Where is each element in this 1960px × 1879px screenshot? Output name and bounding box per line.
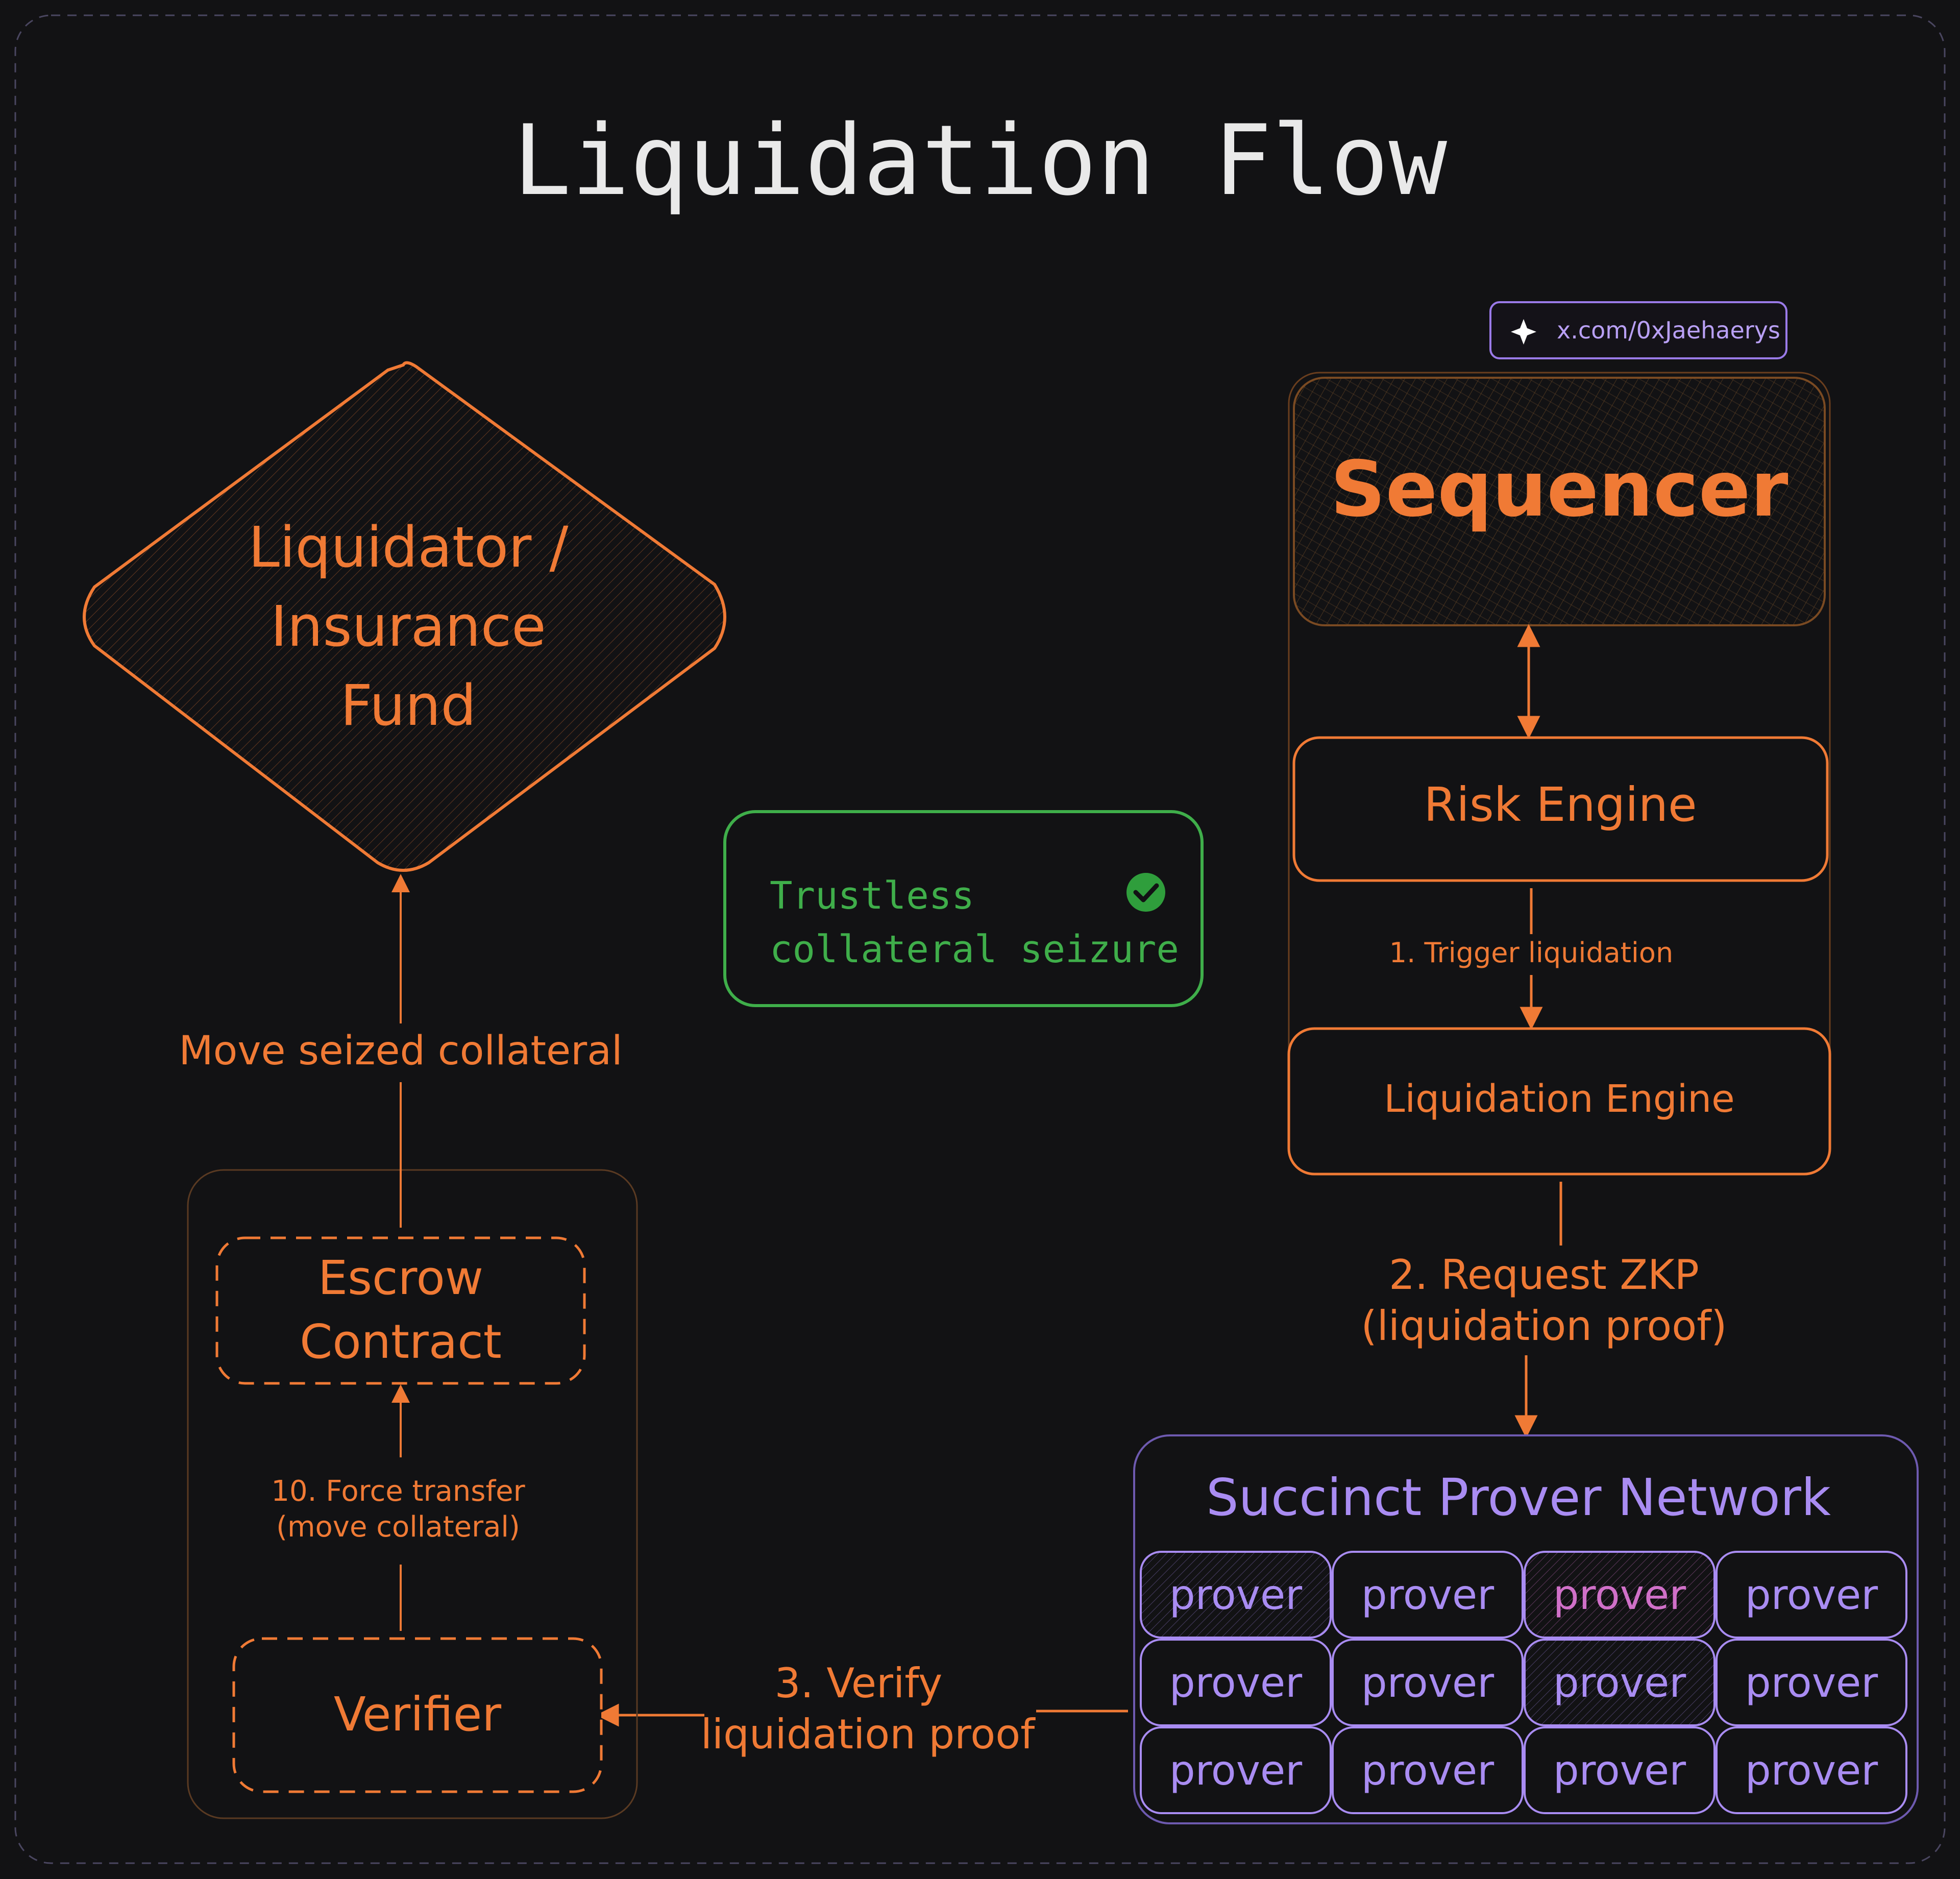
prover-label: prover <box>1745 1571 1878 1619</box>
liquidator-label-line1: Liquidator / <box>249 515 569 580</box>
sequencer-label: Sequencer <box>1330 445 1788 534</box>
sequencer-box[interactable]: Sequencer <box>1293 377 1826 626</box>
liquidator-label-line2: Insurance <box>271 594 546 659</box>
verify-label-line1: 3. Verify <box>775 1660 943 1707</box>
verifier-box[interactable]: Verifier <box>232 1637 603 1793</box>
prover-node[interactable]: prover <box>1332 1726 1524 1814</box>
prover-label: prover <box>1361 1571 1494 1619</box>
risk-engine-label: Risk Engine <box>1424 777 1697 832</box>
move-label: Move seized collateral <box>179 1028 622 1074</box>
prover-network-title: Succinct Prover Network <box>1206 1468 1831 1527</box>
request-label-line1: 2. Request ZKP <box>1389 1251 1699 1299</box>
prover-node[interactable]: prover <box>1140 1551 1332 1639</box>
trigger-label-bg <box>1373 934 1689 975</box>
risk-engine-box[interactable]: Risk Engine <box>1292 736 1829 882</box>
prover-label: prover <box>1361 1659 1494 1706</box>
liquidation-engine-label: Liquidation Engine <box>1384 1077 1734 1121</box>
verifier-label: Verifier <box>334 1687 501 1742</box>
liquidator-diamond[interactable]: Liquidator / Insurance Fund <box>83 361 726 872</box>
force-label-line2: (move collateral) <box>276 1510 520 1544</box>
prover-node[interactable]: prover <box>1332 1551 1524 1639</box>
verify-label-line2: liquidation proof <box>701 1711 1036 1758</box>
prover-node[interactable]: prover <box>1524 1726 1716 1814</box>
prover-label: prover <box>1553 1659 1686 1706</box>
liquidation-engine-box[interactable]: Liquidation Engine <box>1287 1027 1831 1176</box>
prover-label: prover <box>1553 1571 1686 1619</box>
prover-node[interactable]: prover <box>1524 1551 1716 1639</box>
badge-text: x.com/0xJaehaerys <box>1557 316 1780 344</box>
escrow-container <box>187 1169 638 1819</box>
prover-label: prover <box>1361 1747 1494 1794</box>
check-circle-icon <box>1126 873 1165 912</box>
escrow-contract-box[interactable]: Escrow Contract <box>215 1236 586 1385</box>
prover-node[interactable]: prover <box>1716 1551 1907 1639</box>
prover-node[interactable]: prover <box>1140 1639 1332 1726</box>
request-label-line2: (liquidation proof) <box>1361 1302 1727 1350</box>
trustless-label-line1: Trustless <box>770 874 974 918</box>
prover-label: prover <box>1745 1747 1878 1794</box>
liquidator-label-line3: Fund <box>340 673 477 738</box>
prover-node[interactable]: prover <box>1716 1726 1907 1814</box>
escrow-label-line2: Contract <box>300 1314 502 1369</box>
prover-node[interactable]: prover <box>1716 1639 1907 1726</box>
trustless-box[interactable]: Trustless collateral seizure <box>723 810 1204 1007</box>
prover-label: prover <box>1169 1571 1302 1619</box>
sparkle-icon <box>1511 319 1536 345</box>
prover-label: prover <box>1169 1659 1302 1706</box>
trustless-label-line2: collateral seizure <box>770 928 1179 971</box>
prover-label: prover <box>1169 1747 1302 1794</box>
escrow-label-line1: Escrow <box>318 1251 483 1305</box>
prover-label: prover <box>1745 1659 1878 1706</box>
outer-frame <box>14 14 1946 1864</box>
prover-node[interactable]: prover <box>1524 1639 1716 1726</box>
prover-node[interactable]: prover <box>1332 1639 1524 1726</box>
prover-grid: prover prover prover prover prover prover prov… <box>1140 1551 1907 1814</box>
author-badge[interactable]: x.com/0xJaehaerys <box>1489 301 1787 359</box>
trigger-label: 1. Trigger liquidation <box>1389 937 1673 969</box>
force-label-line1: 10. Force transfer <box>271 1475 525 1508</box>
prover-label: prover <box>1553 1747 1686 1794</box>
prover-node[interactable]: prover <box>1140 1726 1332 1814</box>
page-title: Liquidation Flow <box>513 104 1448 217</box>
